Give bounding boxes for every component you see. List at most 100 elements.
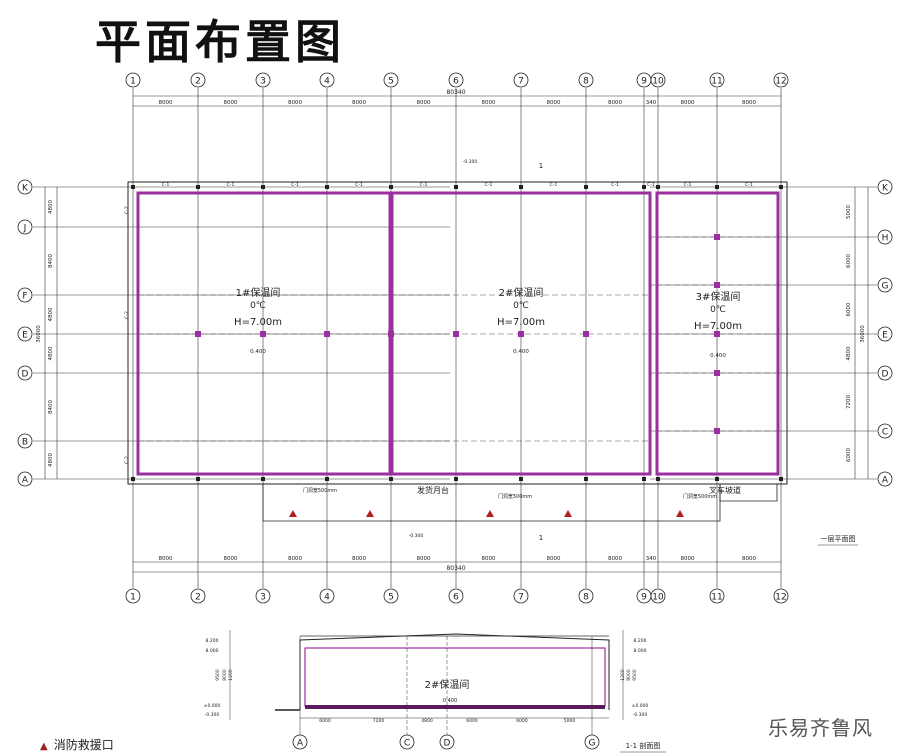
section-left-level: ±0.000 <box>204 703 221 709</box>
axis-bubble-top-circle <box>255 72 271 88</box>
wall-tag: C-1 <box>162 182 170 188</box>
column-marker <box>584 477 588 481</box>
wall-tag: C-1 <box>227 182 235 188</box>
axis-bubble-top-circle <box>773 72 789 88</box>
column-spacing-bottom: 8000 <box>547 556 561 562</box>
column-spacing-bottom: 8000 <box>742 556 756 562</box>
axis-bubble-left: B <box>22 438 28 448</box>
section-height-dim: 1200 <box>228 669 234 681</box>
axis-bubble-bottom-circle <box>125 588 141 604</box>
row-spacing-right: 6000 <box>846 302 852 316</box>
fire-rescue-marker <box>676 510 684 517</box>
wall-tag: C-1 <box>611 182 619 188</box>
axis-bubble-top-circle <box>125 72 141 88</box>
door-note: 门洞宽500mm <box>498 493 532 500</box>
wall-tag: C-1 <box>550 182 558 188</box>
column-marker-purple <box>388 331 394 337</box>
overall-width-left: 36000 <box>36 325 42 343</box>
axis-bubble-bottom-circle <box>513 588 529 604</box>
axis-bubble-left-circle <box>17 471 33 487</box>
room-height: H=7.00m <box>497 317 545 328</box>
overall-width-right: 36000 <box>860 325 866 343</box>
side-wall-tag: C-2 <box>124 206 130 214</box>
axis-bubble-bottom-circle <box>709 588 725 604</box>
wall-tag: C-1 <box>684 182 692 188</box>
section-axis-bubble-circle <box>292 734 308 750</box>
axis-bubble-bottom-circle <box>448 588 464 604</box>
watermark: 乐易齐鲁风 <box>768 716 873 740</box>
column-spacing-top: 8000 <box>547 100 561 106</box>
section-right-level: ±0.000 <box>632 703 649 709</box>
door-note: 门洞宽500mm <box>683 493 717 500</box>
row-spacing-right: 4800 <box>846 346 852 360</box>
axis-bubble-bottom: 5 <box>388 593 394 603</box>
axis-bubble-left-circle <box>17 287 33 303</box>
axis-bubble-bottom: 9 <box>641 593 647 603</box>
forklift-ramp <box>719 484 778 502</box>
axis-bubble-top: 3 <box>260 77 266 87</box>
axis-bubble-top-circle <box>448 72 464 88</box>
column-marker-purple <box>714 282 720 288</box>
fire-rescue-marker <box>564 510 572 517</box>
axis-bubble-top: 11 <box>711 77 722 87</box>
platform-label: 发货月台 <box>417 485 449 495</box>
room-name: 2#保温间 <box>499 286 544 299</box>
column-spacing-bottom: 8000 <box>681 556 695 562</box>
axis-bubble-right: A <box>882 476 889 486</box>
room-floor-level: 0.400 <box>250 349 266 355</box>
section-caption: 1-1 剖面图 <box>626 741 661 750</box>
axis-bubble-left: A <box>22 476 29 486</box>
section-axis-bubble: D <box>444 739 451 749</box>
column-spacing-top: 8000 <box>159 100 173 106</box>
axis-bubble-top-circle <box>650 72 666 88</box>
legend: ▲消防救援口 <box>40 736 114 753</box>
section-level: 0.400 <box>443 698 457 704</box>
section-height-dim-right: 9500 <box>632 669 638 681</box>
row-spacing-right: 5000 <box>846 205 852 219</box>
row-spacing-right: 7200 <box>846 395 852 409</box>
column-spacing-top: 8000 <box>608 100 622 106</box>
row-spacing-left: 4800 <box>48 307 54 321</box>
axis-bubble-bottom: 6 <box>453 593 459 603</box>
axis-bubble-top: 10 <box>652 77 664 87</box>
wall-tag: C-1 <box>291 182 299 188</box>
room-temperature: 0℃ <box>513 301 529 311</box>
axis-bubble-right-circle <box>877 423 893 439</box>
room-temperature: 0℃ <box>710 305 726 315</box>
column-spacing-top: 8000 <box>224 100 238 106</box>
column-marker <box>196 477 200 481</box>
column-spacing-top: 8000 <box>417 100 431 106</box>
axis-bubble-bottom-circle <box>255 588 271 604</box>
axis-bubble-top-circle <box>513 72 529 88</box>
column-marker <box>779 477 783 481</box>
column-marker <box>656 185 660 189</box>
axis-bubble-bottom-circle <box>773 588 789 604</box>
section-axis-bubble: C <box>404 739 410 749</box>
section-right-level: 8.200 <box>634 638 647 644</box>
axis-bubble-top: 9 <box>641 77 647 87</box>
wall-tag: C-1 <box>745 182 753 188</box>
section-height-dim: 8000 <box>222 669 228 681</box>
axis-bubble-bottom: 11 <box>711 593 722 603</box>
section-spacing: 6000 <box>516 718 528 724</box>
section-axis-bubble: A <box>297 739 304 749</box>
page-title: 平面布置图 <box>95 15 345 69</box>
column-marker <box>454 477 458 481</box>
section-axis-bubble-circle <box>439 734 455 750</box>
axis-bubble-right-circle <box>877 277 893 293</box>
overall-length-top: 80340 <box>446 89 465 96</box>
axis-bubble-top: 8 <box>583 77 589 87</box>
column-spacing-top: 8000 <box>352 100 366 106</box>
column-spacing-bottom: 340 <box>646 556 657 562</box>
column-marker <box>325 185 329 189</box>
section-right-level: -0.300 <box>633 712 648 718</box>
axis-bubble-top-circle <box>709 72 725 88</box>
column-marker-purple <box>714 234 720 240</box>
plan-caption: 一层平面图 <box>821 535 856 543</box>
fire-rescue-triangle-icon: ▲ <box>40 741 48 752</box>
column-marker <box>196 185 200 189</box>
section-room-label: 2#保温间 <box>425 678 470 691</box>
section-height-dim-right: 8000 <box>626 669 632 681</box>
section-spacing: 4800 <box>421 718 433 724</box>
